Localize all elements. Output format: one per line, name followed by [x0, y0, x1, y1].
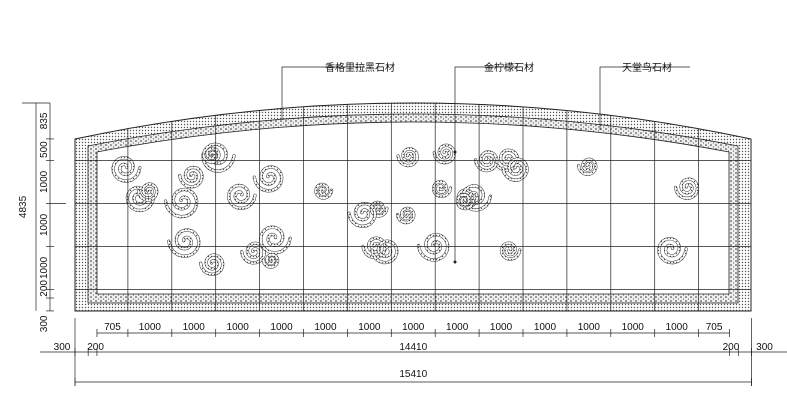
dimension-label: 1000 — [39, 256, 50, 279]
dimension-label: 300 — [54, 342, 71, 353]
dimension-label: 500 — [39, 141, 50, 158]
dimension-label: 1000 — [446, 322, 469, 333]
dimension-label: 705 — [706, 322, 723, 333]
dimension-label: 200 — [39, 280, 50, 297]
dimension-label: 1000 — [183, 322, 206, 333]
dimension-label: 1000 — [39, 170, 50, 193]
scroll-ornaments — [111, 142, 700, 277]
dimension-label: 1000 — [622, 322, 645, 333]
dimension-lines — [22, 102, 787, 386]
dimension-label: 1000 — [490, 322, 513, 333]
dimension-total-inner: 14410 — [399, 342, 427, 353]
dimension-label: 1000 — [39, 213, 50, 236]
dimension-label: 1000 — [314, 322, 337, 333]
dimension-total-overall: 15410 — [399, 369, 427, 380]
dimension-label: 1000 — [139, 322, 162, 333]
dimension-label: 200 — [723, 342, 740, 353]
dimension-label: 1000 — [270, 322, 293, 333]
callout-label: 香格里拉黑石材 — [325, 61, 395, 74]
dimension-label: 300 — [39, 315, 50, 332]
dimension-label: 1000 — [402, 322, 425, 333]
dimension-label: 200 — [87, 342, 104, 353]
dimension-label: 1000 — [358, 322, 381, 333]
dimension-label: 300 — [756, 342, 773, 353]
inner-field — [96, 121, 730, 295]
callout-lemon-stone: 金柠檬石材 — [453, 61, 534, 264]
dimension-label: 835 — [39, 112, 50, 129]
panel-grid — [75, 103, 751, 311]
dimension-height-total: 4835 — [18, 195, 29, 218]
callout-bird-stone: 天堂鸟石材 — [599, 61, 690, 130]
dimension-label: 1000 — [534, 322, 557, 333]
dimension-label: 705 — [104, 322, 121, 333]
dimension-label: 1000 — [578, 322, 601, 333]
callout-label: 天堂鸟石材 — [622, 61, 672, 74]
dimension-label: 1000 — [227, 322, 250, 333]
callout-label: 金柠檬石材 — [484, 61, 534, 74]
dimension-label: 1000 — [666, 322, 689, 333]
callout-black-stone: 香格里拉黑石材 — [281, 61, 395, 120]
dimension-labels: 705 1000 1000 1000 1000 1000 1000 1000 1000 1000 1… — [18, 112, 773, 380]
